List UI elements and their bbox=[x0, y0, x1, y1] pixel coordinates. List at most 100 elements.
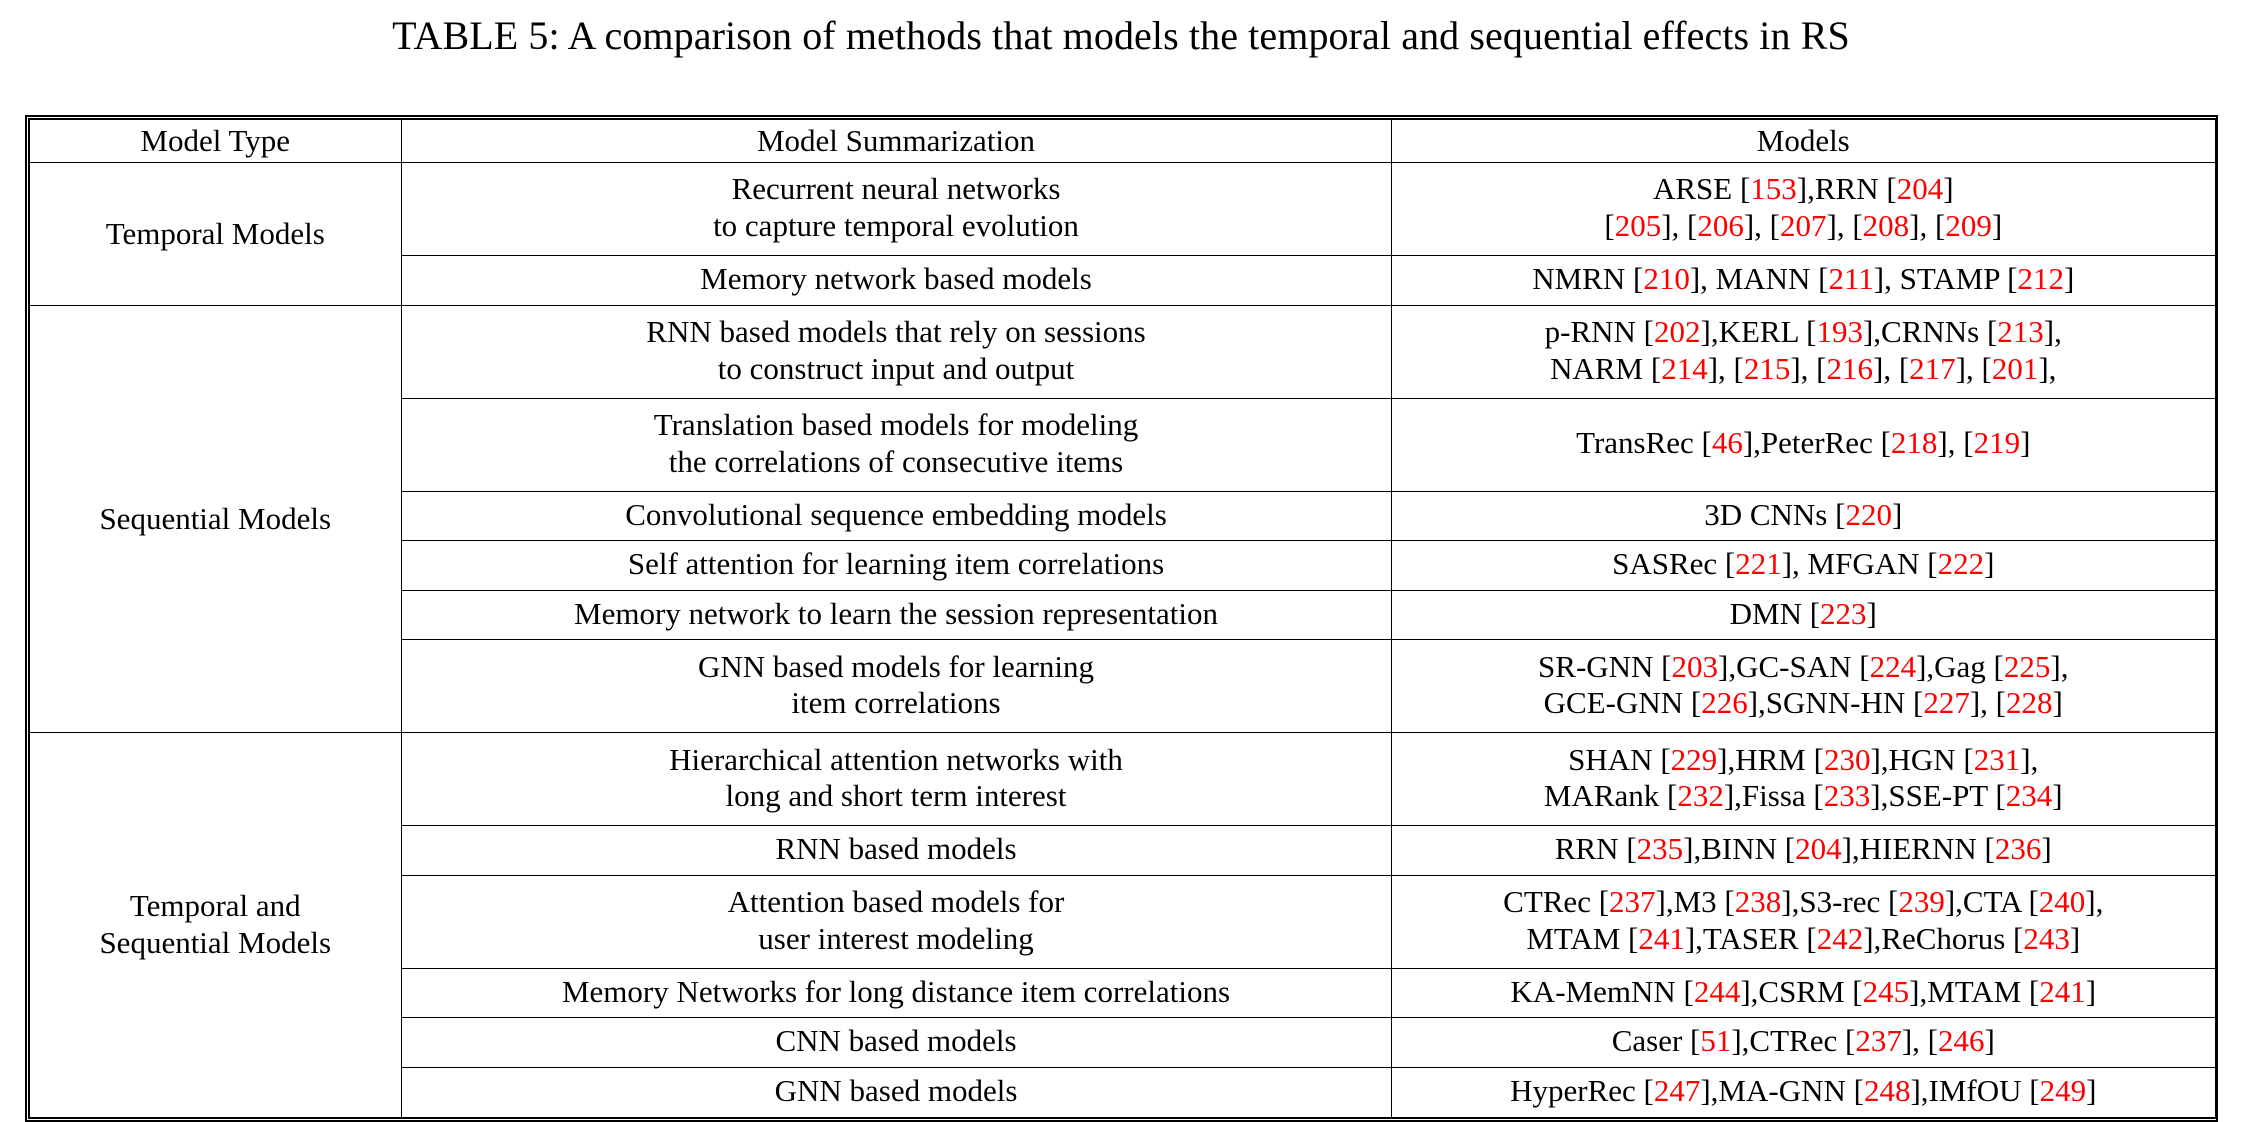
citation-ref[interactable]: 220 bbox=[1845, 496, 1892, 532]
header-model-type: Model Type bbox=[28, 118, 402, 163]
model-name-text: ] bbox=[1943, 171, 1954, 207]
models-text: SASRec [221], MFGAN [222] bbox=[1392, 541, 2216, 590]
citation-ref[interactable]: 233 bbox=[1823, 778, 1871, 814]
model-type-line: Sequential Models bbox=[99, 500, 332, 536]
citation-ref[interactable]: 217 bbox=[1909, 350, 1956, 386]
models-cell: HyperRec [247],MA-GNN [248],IMfOU [249] bbox=[1390, 1067, 2217, 1119]
citation-ref[interactable]: 205 bbox=[1614, 208, 1662, 243]
models-cell: ARSE [153],RRN [204][205], [206], [207],… bbox=[1390, 162, 2217, 256]
model-name-text: ], [ bbox=[1826, 208, 1863, 243]
citation-ref[interactable]: 209 bbox=[1945, 208, 1992, 243]
citation-ref[interactable]: 225 bbox=[2003, 648, 2051, 684]
citation-ref[interactable]: 229 bbox=[1670, 741, 1718, 777]
table-caption: TABLE 5: A comparison of methods that mo… bbox=[392, 13, 1850, 58]
citation-ref[interactable]: 239 bbox=[1898, 884, 1945, 920]
citation-ref[interactable]: 193 bbox=[1816, 314, 1863, 349]
model-name-text: ] bbox=[2020, 425, 2031, 461]
citation-ref[interactable]: 210 bbox=[1643, 261, 1690, 296]
citation-ref[interactable]: 245 bbox=[1862, 973, 1910, 1009]
citation-ref[interactable]: 228 bbox=[2006, 685, 2053, 721]
model-name-text: ],HRM [ bbox=[1717, 741, 1824, 777]
citation-ref[interactable]: 201 bbox=[1991, 350, 2039, 386]
citation-ref[interactable]: 248 bbox=[1863, 1073, 1911, 1109]
model-name-text: ], [ bbox=[1969, 685, 2007, 721]
models-line: RRN [235],BINN [204],HIERNN [236] bbox=[1398, 831, 2210, 868]
header-model-summarization: Model Summarization bbox=[400, 118, 1392, 163]
citation-ref[interactable]: 207 bbox=[1780, 208, 1827, 243]
citation-ref[interactable]: 51 bbox=[1700, 1023, 1732, 1059]
citation-ref[interactable]: 237 bbox=[1609, 884, 1656, 920]
citation-ref[interactable]: 216 bbox=[1826, 350, 1874, 386]
citation-ref[interactable]: 212 bbox=[2017, 261, 2064, 296]
model-name-text: ] bbox=[2052, 685, 2063, 721]
summary-line: Recurrent neural networks bbox=[731, 171, 1061, 207]
citation-ref[interactable]: 247 bbox=[1653, 1073, 1701, 1109]
citation-ref[interactable]: 235 bbox=[1636, 831, 1684, 867]
citation-ref[interactable]: 246 bbox=[1937, 1023, 1985, 1059]
header-models: Models bbox=[1390, 118, 2217, 163]
citation-ref[interactable]: 230 bbox=[1823, 741, 1871, 777]
citation-ref[interactable]: 249 bbox=[2039, 1073, 2087, 1109]
model-name-text: ], bbox=[2085, 884, 2104, 920]
citation-ref[interactable]: 241 bbox=[2039, 973, 2086, 1009]
citation-ref[interactable]: 238 bbox=[1734, 884, 1782, 920]
model-name-text: ], bbox=[2050, 648, 2069, 684]
page-root: TABLE 5: A comparison of methods that mo… bbox=[25, 13, 2218, 1122]
citation-ref[interactable]: 218 bbox=[1890, 425, 1938, 461]
citation-ref[interactable]: 244 bbox=[1693, 973, 1741, 1009]
citation-ref[interactable]: 237 bbox=[1855, 1023, 1902, 1059]
citation-ref[interactable]: 226 bbox=[1701, 685, 1748, 721]
model-name-text: NARM [ bbox=[1550, 350, 1662, 386]
citation-ref[interactable]: 211 bbox=[1828, 261, 1874, 296]
citation-ref[interactable]: 236 bbox=[1994, 831, 2042, 867]
model-name-text: p-RNN [ bbox=[1544, 314, 1654, 349]
citation-ref[interactable]: 46 bbox=[1711, 425, 1743, 461]
citation-ref[interactable]: 223 bbox=[1820, 595, 1867, 631]
model-name-text: ], STAMP [ bbox=[1873, 261, 2018, 296]
citation-ref[interactable]: 224 bbox=[1869, 648, 1917, 684]
models-line: KA-MemNN [244],CSRM [245],MTAM [241] bbox=[1398, 974, 2210, 1011]
models-line: NARM [214], [215], [216], [217], [201], bbox=[1398, 351, 2210, 388]
citation-ref[interactable]: 242 bbox=[1816, 920, 1864, 956]
citation-ref[interactable]: 204 bbox=[1795, 831, 1842, 867]
citation-ref[interactable]: 203 bbox=[1671, 648, 1719, 684]
citation-ref[interactable]: 215 bbox=[1743, 350, 1791, 386]
citation-ref[interactable]: 241 bbox=[1638, 920, 1685, 956]
model-name-text: ],CTRec [ bbox=[1731, 1023, 1856, 1059]
citation-ref[interactable]: 202 bbox=[1654, 314, 1701, 349]
citation-ref[interactable]: 219 bbox=[1973, 425, 2021, 461]
citation-ref[interactable]: 206 bbox=[1697, 208, 1744, 243]
citation-ref[interactable]: 204 bbox=[1896, 171, 1944, 207]
models-text: KA-MemNN [244],CSRM [245],MTAM [241] bbox=[1392, 969, 2216, 1018]
citation-ref[interactable]: 231 bbox=[1973, 741, 2021, 777]
summary-line: item correlations bbox=[791, 685, 1001, 721]
citation-ref[interactable]: 213 bbox=[1997, 314, 2044, 349]
citation-ref[interactable]: 153 bbox=[1750, 171, 1797, 207]
citation-ref[interactable]: 221 bbox=[1735, 546, 1782, 582]
summary-text: Convolutional sequence embedding models bbox=[402, 492, 1391, 541]
citation-ref[interactable]: 214 bbox=[1661, 350, 1708, 386]
citation-ref[interactable]: 243 bbox=[2023, 920, 2070, 956]
model-name-text: NMRN [ bbox=[1532, 261, 1644, 296]
citation-ref[interactable]: 240 bbox=[2038, 884, 2086, 920]
citation-ref[interactable]: 222 bbox=[1937, 546, 1985, 582]
model-name-text: ] bbox=[1891, 496, 1903, 532]
models-cell: NMRN [210], MANN [211], STAMP [212] bbox=[1390, 255, 2217, 306]
models-text: HyperRec [247],MA-GNN [248],IMfOU [249] bbox=[1392, 1068, 2216, 1117]
model-type-cell: Temporal Models bbox=[28, 162, 402, 306]
citation-ref[interactable]: 227 bbox=[1923, 685, 1970, 721]
model-name-text: ],Gag [ bbox=[1916, 648, 2004, 684]
citation-ref[interactable]: 234 bbox=[2005, 778, 2053, 814]
model-name-text: ],CTA [ bbox=[1944, 884, 2039, 920]
model-name-text: ] bbox=[2041, 831, 2052, 867]
models-text: p-RNN [202],KERL [193],CRNNs [213],NARM … bbox=[1392, 309, 2216, 394]
summary-line: to construct input and output bbox=[717, 350, 1075, 386]
models-cell: Caser [51],CTRec [237], [246] bbox=[1390, 1017, 2217, 1069]
citation-ref[interactable]: 208 bbox=[1862, 208, 1910, 243]
model-name-text: ],TASER [ bbox=[1684, 920, 1817, 956]
citation-ref[interactable]: 232 bbox=[1677, 778, 1724, 814]
